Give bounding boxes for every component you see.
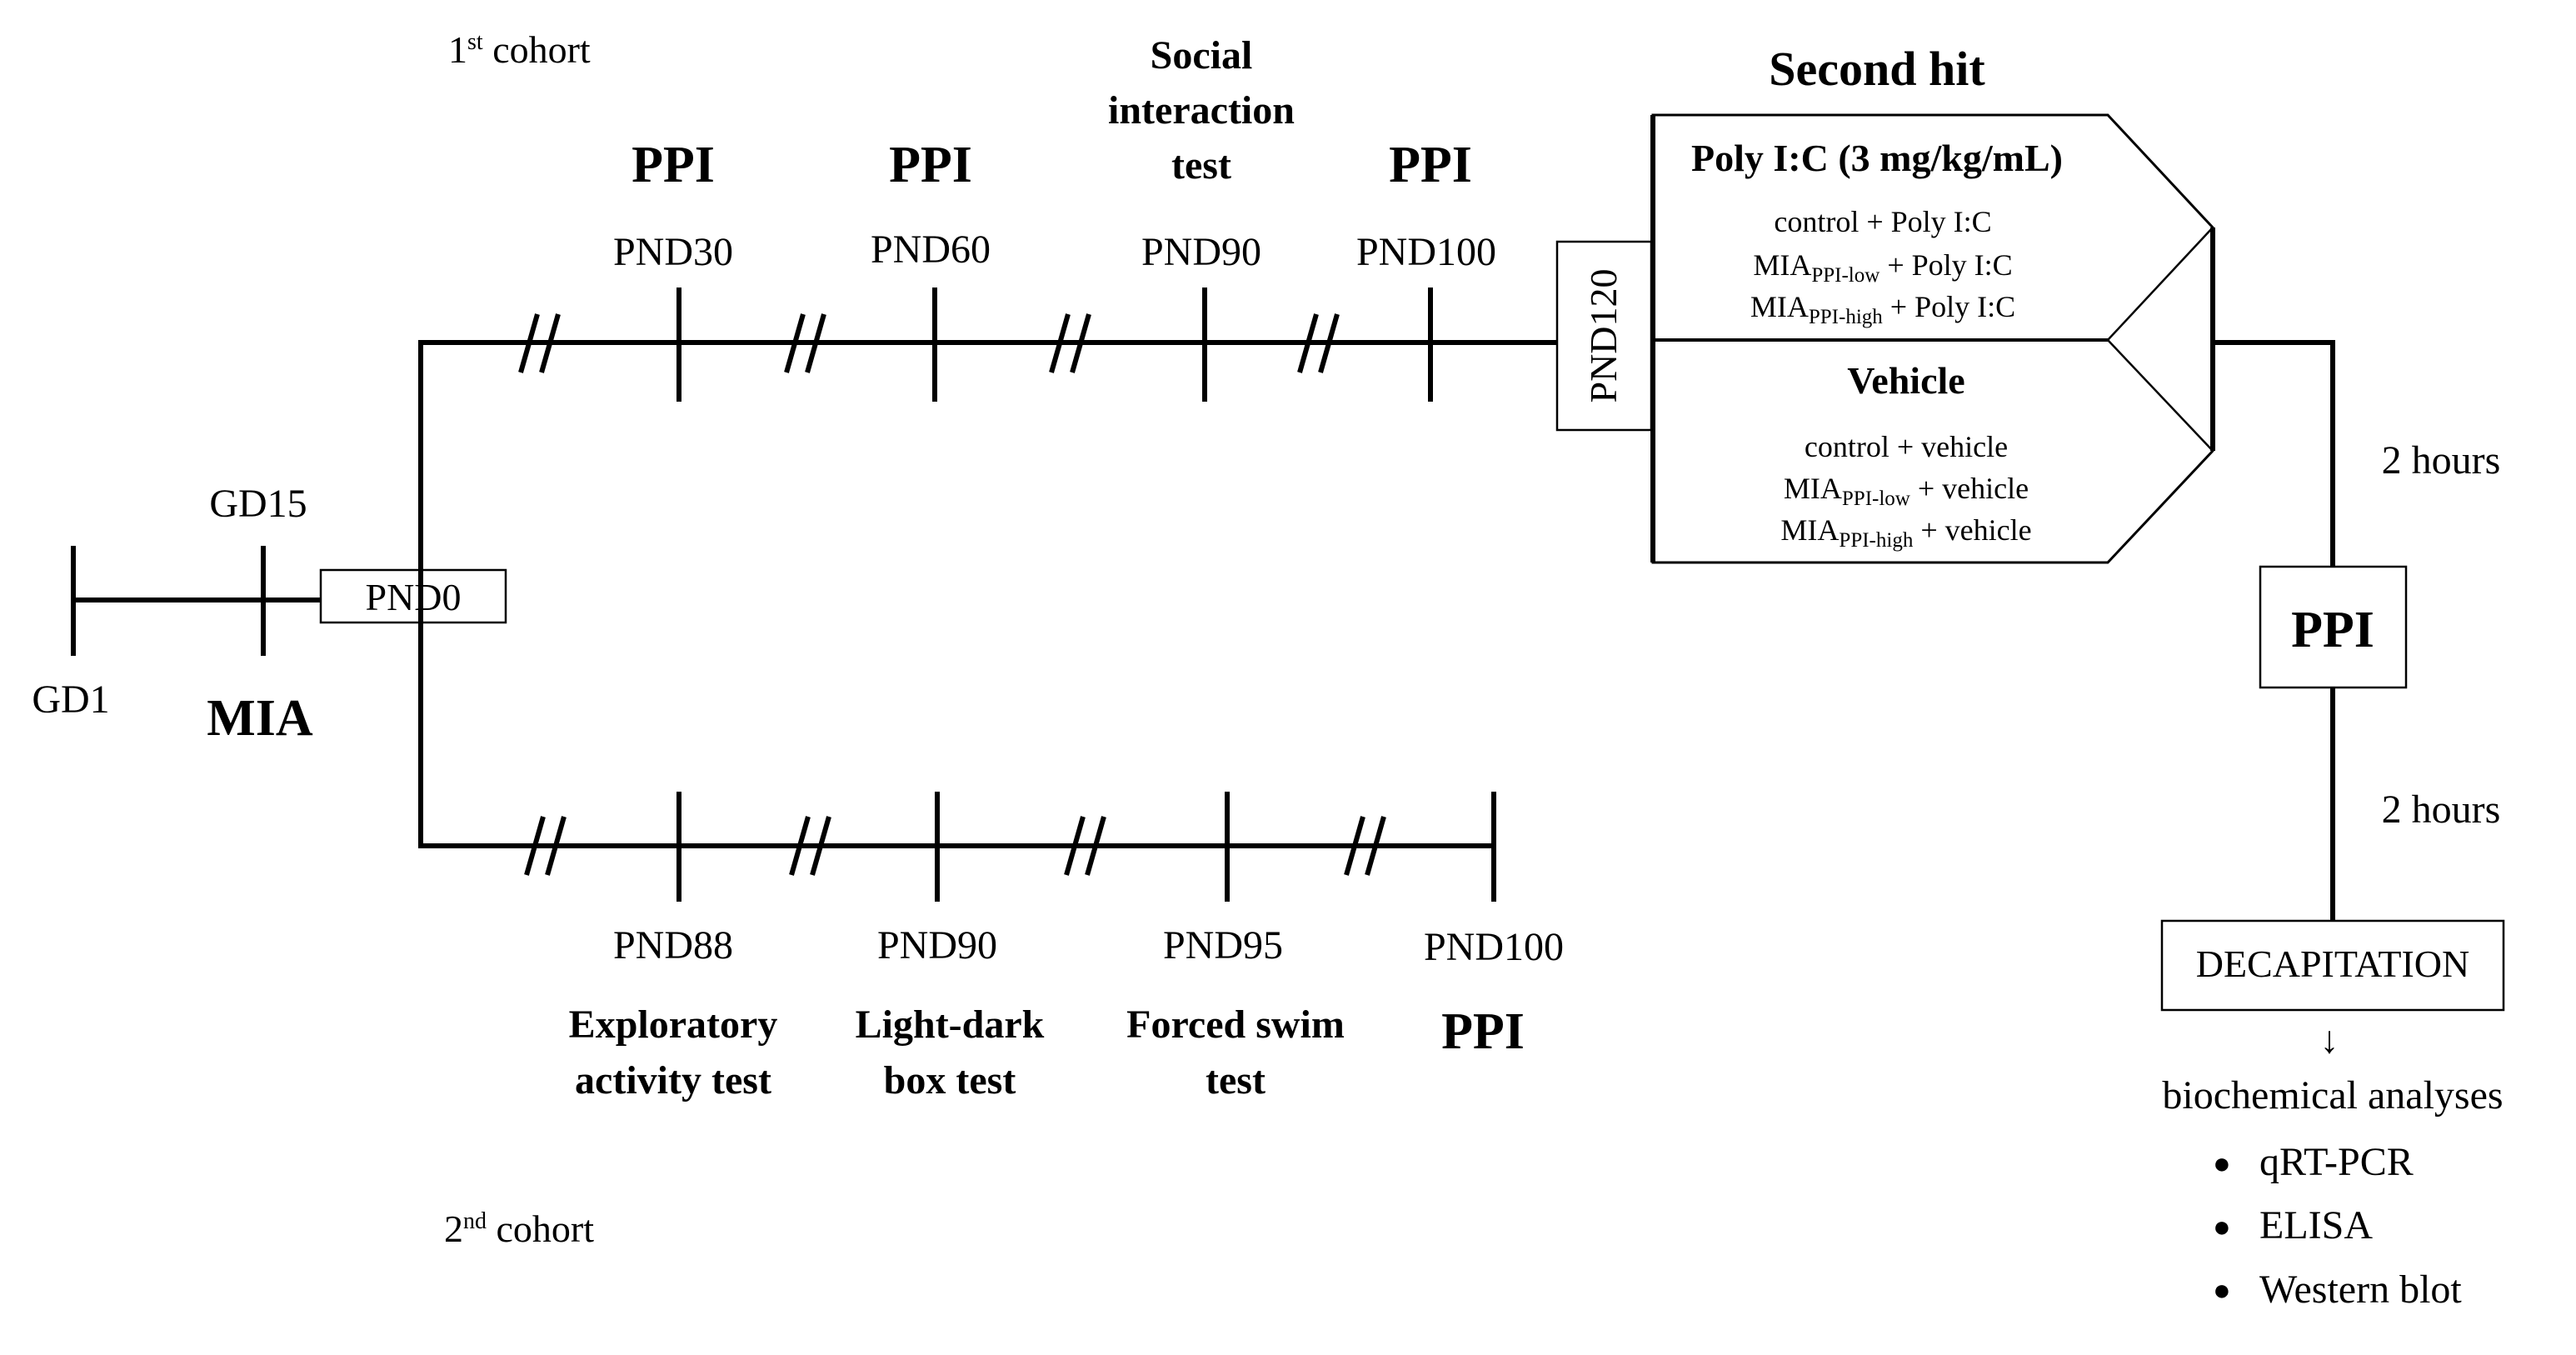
cohort1-pnd90-label: PND90 xyxy=(1141,230,1261,274)
vehicle-group-control: control + vehicle xyxy=(1805,430,2008,463)
cohort2-pnd90-test-line1: Light-dark xyxy=(856,1002,1045,1047)
cohort1-breaks xyxy=(518,313,1340,373)
poly-group-mia-high: MIAPPI-high + Poly I:C xyxy=(1750,290,2015,328)
bullet-icon: ● xyxy=(2213,1273,2231,1307)
gd15-label: GD15 xyxy=(209,482,307,526)
cohort2-pnd90-test-line2: box test xyxy=(884,1058,1016,1102)
cohort1-pnd100-test: PPI xyxy=(1389,137,1472,193)
cohort2-pnd88-test-line2: activity test xyxy=(575,1058,771,1102)
analyses-title: biochemical analyses xyxy=(2162,1073,2503,1118)
break-mark xyxy=(518,313,561,373)
cohort2-pnd100-label: PND100 xyxy=(1424,925,1564,969)
pnd0-box xyxy=(319,568,507,624)
cohort2-pnd95-test-line2: test xyxy=(1206,1058,1266,1102)
ppi-followup-label: PPI xyxy=(2291,602,2374,658)
interval-1-label: 2 hours xyxy=(2382,438,2501,482)
break-mark xyxy=(524,816,567,876)
cohort2-pnd88-label: PND88 xyxy=(613,923,733,968)
break-mark xyxy=(789,816,831,876)
cohort2-pnd95-label: PND95 xyxy=(1163,923,1283,968)
gd1-label: GD1 xyxy=(32,678,109,722)
treatment-divider-diag-up xyxy=(2107,227,2214,341)
cohort2-pnd90-label: PND90 xyxy=(877,923,997,968)
cohort2-pnd95-test-line1: Forced swim xyxy=(1126,1002,1345,1047)
cohort1-pnd90-test-line1: Social xyxy=(1151,33,1253,78)
cohort2-pnd100-test: PPI xyxy=(1441,1003,1525,1060)
bullet-icon: ● xyxy=(2213,1147,2231,1180)
poly-group-mia-low: MIAPPI-low + Poly I:C xyxy=(1753,248,2012,287)
poly-group-control: control + Poly I:C xyxy=(1774,205,1991,238)
cohort2-pnd88-test-line1: Exploratory xyxy=(569,1002,778,1047)
cohort1-pnd100-label: PND100 xyxy=(1356,230,1496,274)
cohort1-pnd30-test: PPI xyxy=(632,137,715,193)
analysis-item: ELISA xyxy=(2259,1203,2373,1248)
pnd0-label: PND0 xyxy=(365,576,461,618)
ppi-box xyxy=(2259,565,2408,689)
poly-ic-title: Poly I:C (3 mg/kg/mL) xyxy=(1691,137,2063,179)
analysis-item: qRT-PCR xyxy=(2259,1140,2414,1184)
cohort1-pnd60-label: PND60 xyxy=(871,228,991,272)
vehicle-group-mia-low: MIAPPI-low + vehicle xyxy=(1784,472,2029,510)
vehicle-group-mia-high: MIAPPI-high + vehicle xyxy=(1780,513,2031,552)
second-hit-title: Second hit xyxy=(1769,42,1985,96)
arrow-down-icon: ↓ xyxy=(2320,1018,2339,1061)
cohort1-pnd30-label: PND30 xyxy=(613,230,733,274)
interval-2-label: 2 hours xyxy=(2382,788,2501,832)
cohort1-pnd90-test-line2: interaction xyxy=(1108,88,1295,132)
mia-label: MIA xyxy=(207,690,313,747)
decapitation-box xyxy=(2160,919,2505,1012)
bullet-icon: ● xyxy=(2213,1210,2231,1243)
cohort2-label: 2nd cohort xyxy=(444,1208,594,1250)
break-mark xyxy=(784,313,826,373)
analyses-list: ● qRT-PCR ● ELISA ● Western blot xyxy=(2213,1140,2462,1312)
break-mark xyxy=(1064,816,1106,876)
pnd120-label: PND120 xyxy=(1582,268,1625,402)
break-mark xyxy=(1297,313,1340,373)
cohort1-pnd60-test: PPI xyxy=(889,137,972,193)
decapitation-label: DECAPITATION xyxy=(2196,942,2470,985)
cohort1-label: 1st cohort xyxy=(448,28,591,71)
cohort2-breaks xyxy=(524,816,1386,876)
vehicle-title: Vehicle xyxy=(1847,359,1964,402)
treatment-divider-diag-down xyxy=(2107,339,2214,452)
analysis-item: Western blot xyxy=(2259,1268,2462,1312)
break-mark xyxy=(1049,313,1091,373)
cohort1-pnd90-test-line3: test xyxy=(1171,143,1231,188)
break-mark xyxy=(1344,816,1386,876)
